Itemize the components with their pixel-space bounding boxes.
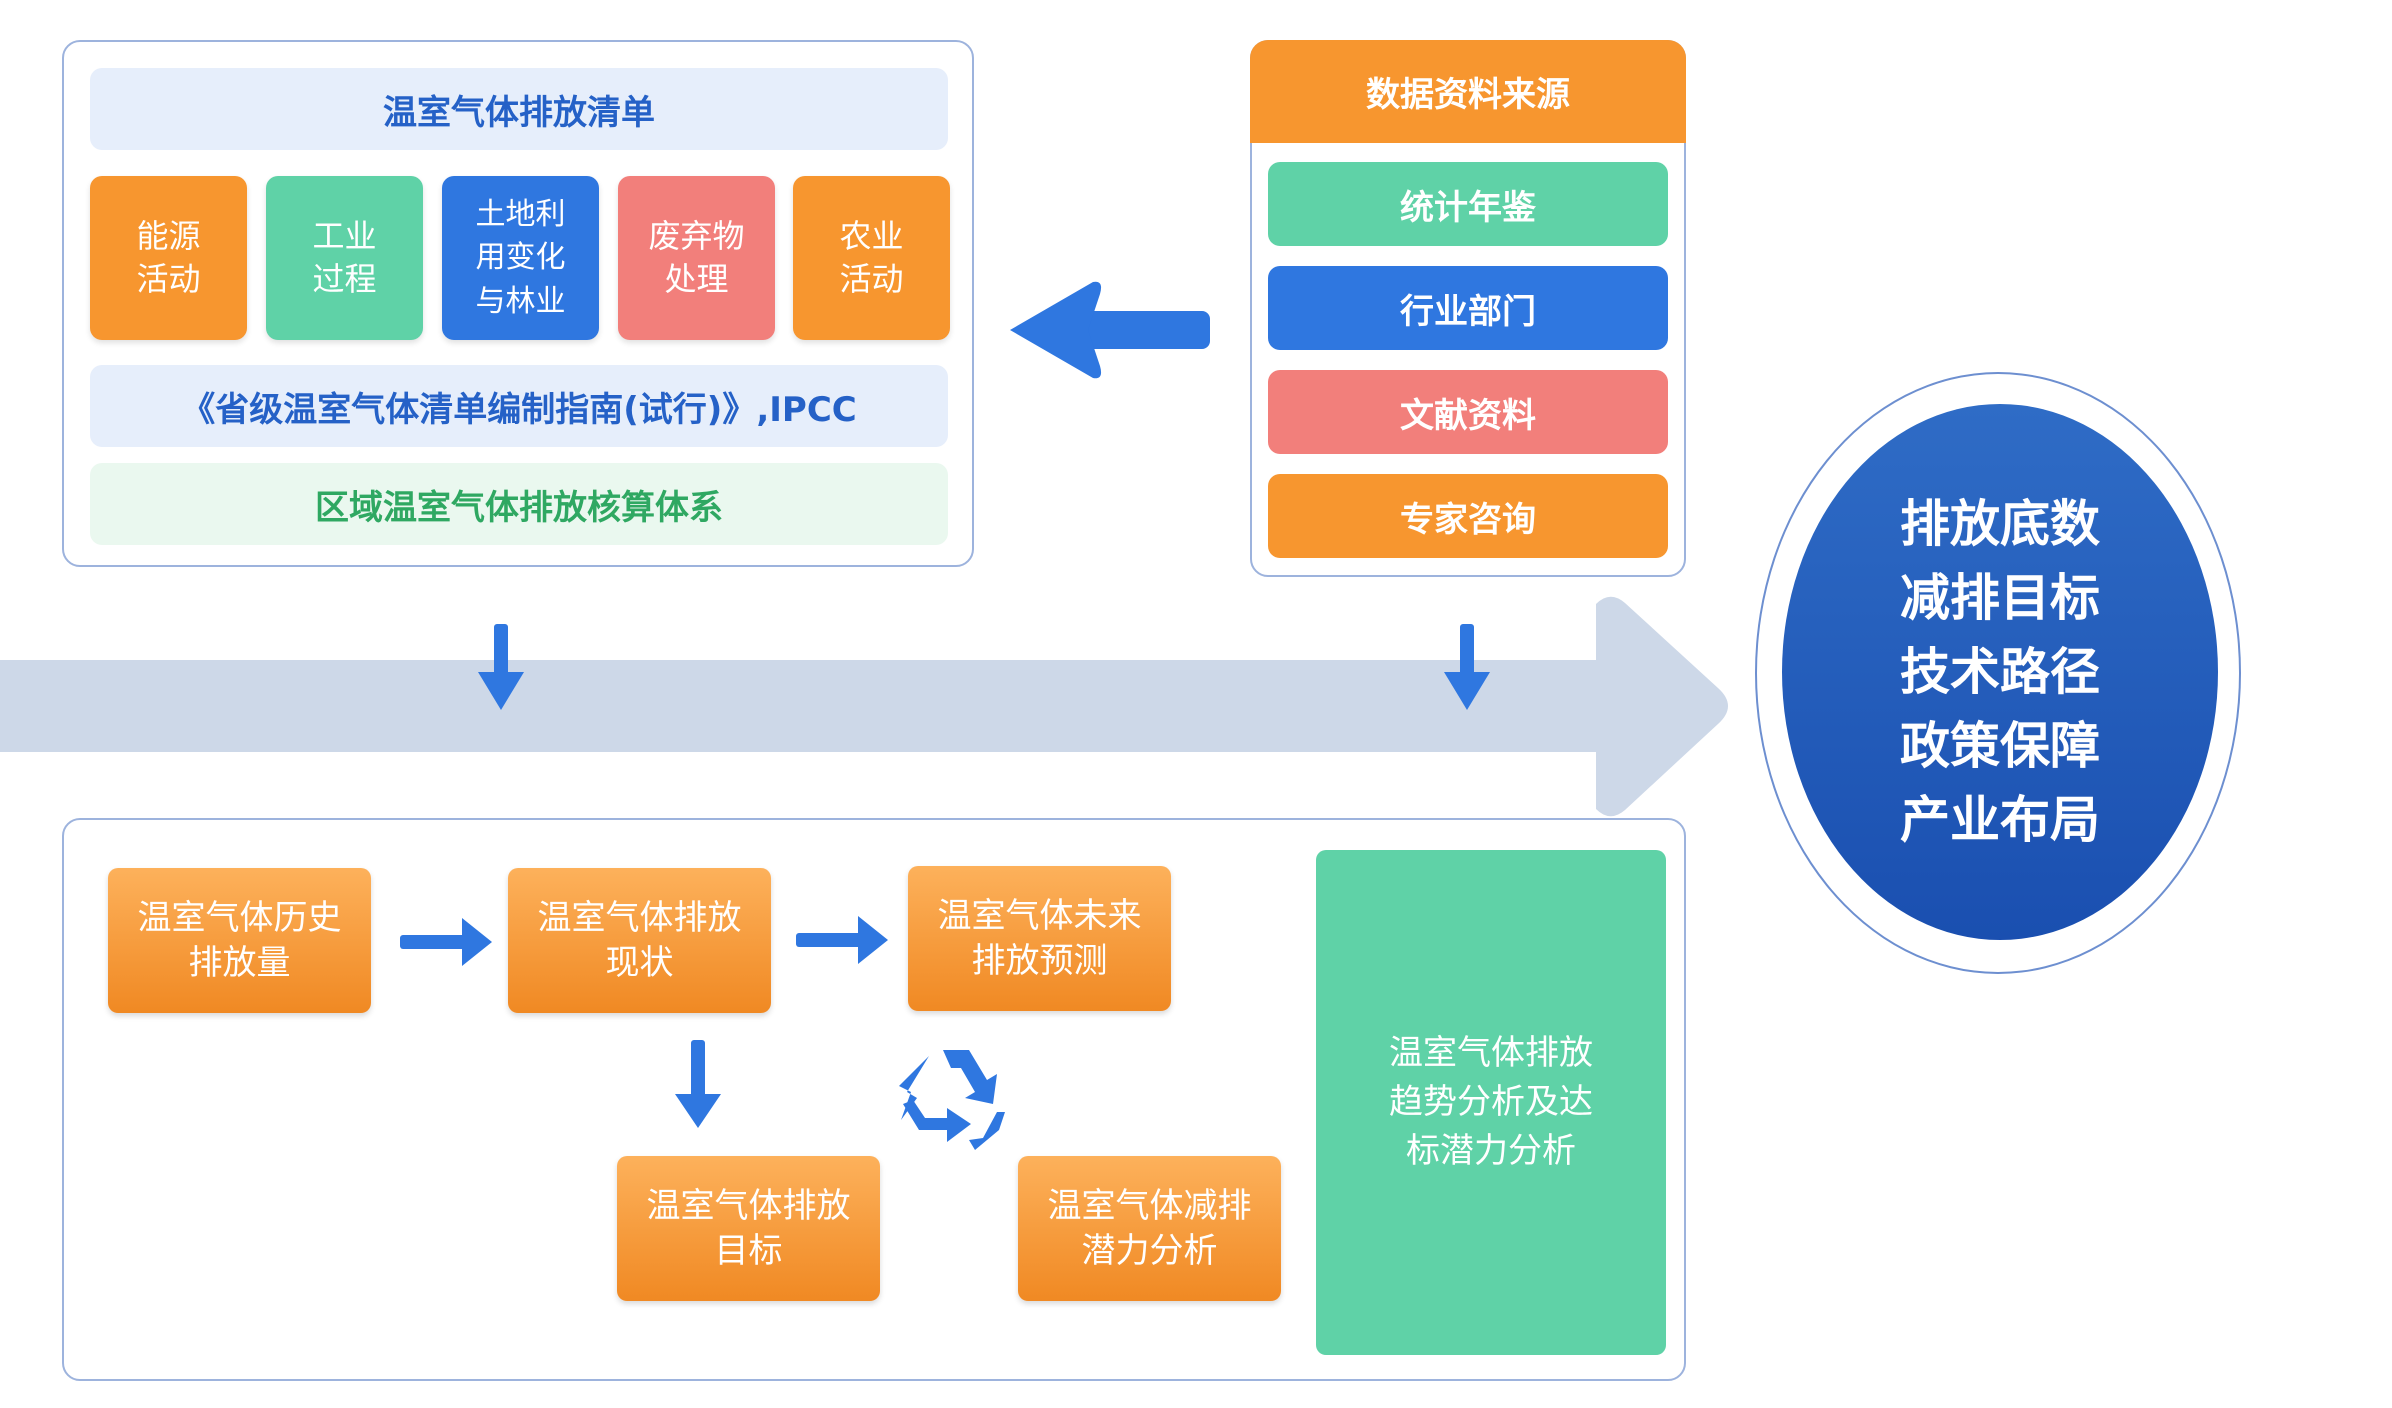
recycle-icon <box>899 1050 1005 1150</box>
category-waste: 废弃物 处理 <box>618 176 775 340</box>
accounting-system: 区域温室气体排放核算体系 <box>90 463 948 545</box>
step-current-emissions: 温室气体排放 现状 <box>508 868 771 1013</box>
current-to-forecast-arrow <box>796 916 888 964</box>
current-to-target-arrow <box>675 1040 721 1128</box>
flow-band-arrowhead <box>1596 596 1728 817</box>
goal-emission-baseline: 排放底数 <box>1900 495 2100 553</box>
goals-oval: 排放底数 减排目标 技术路径 政策保障 产业布局 <box>1782 404 2218 940</box>
step-history-emissions: 温室气体历史 排放量 <box>108 868 371 1013</box>
inventory-down-arrow <box>478 624 524 710</box>
step-reduction-potential: 温室气体减排 潜力分析 <box>1018 1156 1281 1301</box>
goal-reduction-target: 减排目标 <box>1900 569 2100 627</box>
category-industry: 工业 过程 <box>266 176 423 340</box>
inventory-title: 温室气体排放清单 <box>90 68 948 150</box>
trend-analysis-box: 温室气体排放 趋势分析及达 标潜力分析 <box>1316 850 1666 1355</box>
inventory-guideline: 《省级温室气体清单编制指南(试行)》,IPCC <box>90 365 948 447</box>
category-land-use-forestry: 土地利 用变化 与林业 <box>442 176 599 340</box>
source-literature: 文献资料 <box>1268 370 1668 454</box>
goal-policy-support: 政策保障 <box>1900 717 2100 775</box>
category-agriculture: 农业 活动 <box>793 176 950 340</box>
category-energy: 能源 活动 <box>90 176 247 340</box>
goal-technology-path: 技术路径 <box>1900 643 2100 701</box>
source-statistical-yearbook: 统计年鉴 <box>1268 162 1668 246</box>
flow-band-shaft <box>0 660 1600 752</box>
sources-down-arrow <box>1444 624 1490 710</box>
step-future-forecast: 温室气体未来 排放预测 <box>908 866 1171 1011</box>
history-to-current-arrow <box>400 918 492 966</box>
step-emission-target: 温室气体排放 目标 <box>617 1156 880 1301</box>
source-expert-consultation: 专家咨询 <box>1268 474 1668 558</box>
source-to-inventory-arrow <box>1010 281 1210 379</box>
data-source-header: 数据资料来源 <box>1250 40 1686 143</box>
goal-industry-layout: 产业布局 <box>1900 791 2100 849</box>
source-industry-department: 行业部门 <box>1268 266 1668 350</box>
